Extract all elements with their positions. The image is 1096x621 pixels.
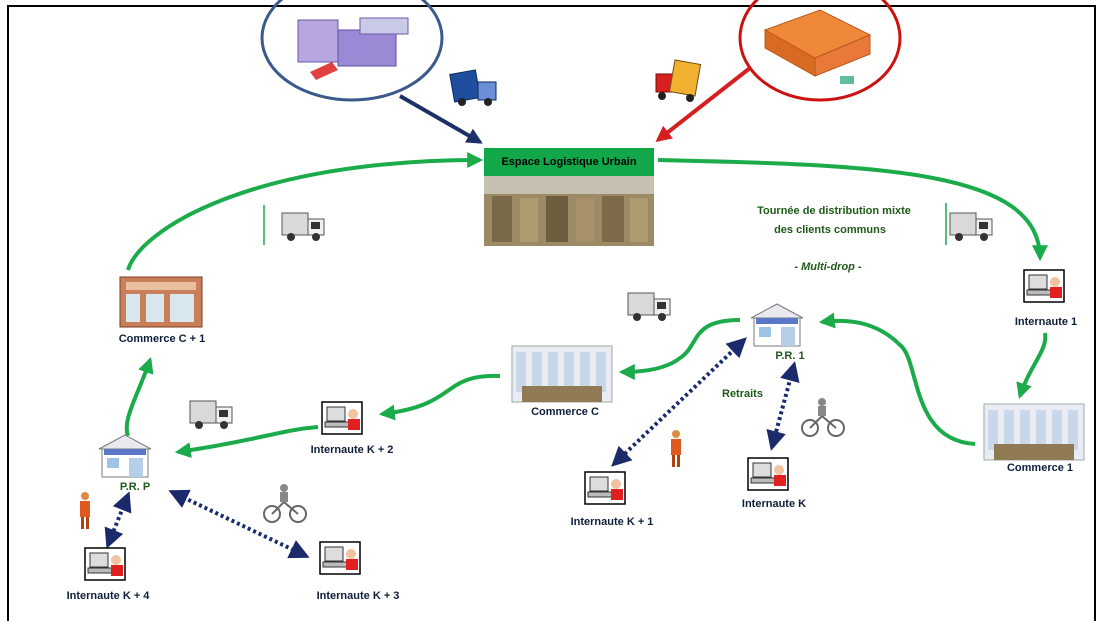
label-internaute-k: Internaute K	[741, 498, 807, 510]
supplier-icon-right	[763, 9, 872, 84]
frame-border-right	[1094, 5, 1096, 621]
computer-icon-internaute-k3	[319, 541, 361, 575]
shop-icon-pr1	[750, 303, 804, 347]
building-commerce-1	[983, 403, 1085, 461]
retrait-arrow-prp-k3	[168, 489, 310, 559]
supplier-oval-right	[738, 0, 902, 102]
storefront-commerce-c1	[119, 276, 203, 328]
label-pr1: P.R. 1	[775, 350, 805, 362]
flow-commerce-c-to-internaute-k2	[378, 373, 501, 421]
label-internaute-k2: Internaute K + 2	[310, 444, 394, 456]
label-internaute-k4: Internaute K + 4	[66, 590, 150, 602]
truck-icon-1	[281, 212, 325, 242]
flow-commerce-1-to-pr1	[818, 312, 976, 446]
label-prp: P.R. P	[119, 481, 151, 493]
flow-pr1-to-commerce-c	[618, 318, 741, 380]
computer-icon-internaute-k2	[321, 401, 363, 435]
supplier-oval-left	[260, 0, 444, 102]
label-internaute-k3: Internaute K + 3	[316, 590, 400, 602]
shop-icon-prp	[98, 434, 152, 478]
label-internaute-1: Internaute 1	[1014, 316, 1078, 328]
frame-border-left	[7, 5, 9, 621]
flow-internaute-1-to-commerce-1	[1016, 332, 1048, 400]
flow-elu-to-internaute-1	[657, 158, 1048, 262]
computer-icon-internaute-k1	[584, 471, 626, 505]
building-commerce-c	[511, 345, 613, 403]
frame-border-top	[7, 5, 1096, 7]
label-internaute-k1: Internaute K + 1	[570, 516, 654, 528]
cyclist-icon-2	[263, 484, 307, 523]
tour-mode: - Multi-drop -	[794, 261, 862, 273]
supplier-icon-left	[297, 17, 409, 80]
delivery-truck-icon-blue	[449, 69, 497, 106]
delivery-truck-icon-red	[655, 59, 702, 102]
flow-prp-to-commerce-c1	[124, 356, 154, 437]
truck-icon-3	[627, 292, 671, 322]
computer-icon-internaute-k4	[84, 547, 126, 581]
pedestrian-icon-1	[671, 430, 681, 467]
truck-icon-2	[949, 212, 993, 242]
flow-commerce-c1-to-elu	[126, 152, 484, 271]
cyclist-icon-1	[801, 398, 845, 437]
retrait-arrow-prp-k4	[104, 491, 132, 549]
label-commerce-c1: Commerce C + 1	[118, 333, 206, 345]
computer-icon-internaute-1	[1023, 269, 1065, 303]
tour-line-2: des clients communs	[774, 224, 886, 236]
supply-arrow-right	[655, 66, 752, 142]
truck-icon-4	[189, 400, 233, 430]
label-commerce-c: Commerce C	[531, 406, 599, 418]
tour-line-1: Tournée de distribution mixte	[757, 205, 911, 217]
retrait-arrow-pr1-k	[766, 361, 800, 451]
computer-icon-internaute-k	[747, 457, 789, 491]
label-commerce-1: Commerce 1	[1006, 462, 1074, 474]
hub-title: Espace Logistique Urbain	[484, 148, 654, 176]
retraits-label: Retraits	[722, 388, 763, 400]
supply-arrow-left	[399, 94, 483, 144]
pedestrian-icon-2	[80, 492, 90, 529]
warehouse-photo	[484, 176, 654, 246]
flow-internaute-k2-to-prp	[174, 425, 319, 459]
